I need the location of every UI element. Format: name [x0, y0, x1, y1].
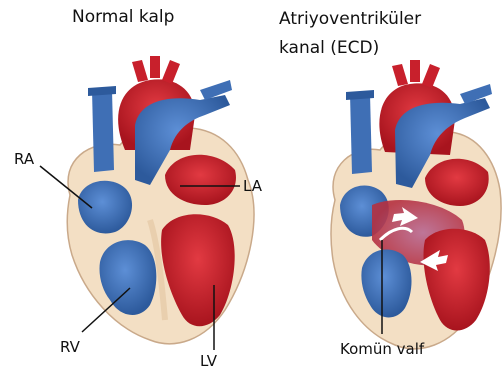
normal-heart	[40, 56, 254, 350]
avsd-heart	[331, 60, 501, 349]
normal-vena-cava	[92, 90, 114, 172]
rv-label: RV	[60, 338, 80, 356]
la-label: LA	[243, 177, 262, 195]
ra-label: RA	[14, 150, 34, 168]
lv-label: LV	[200, 352, 217, 370]
common-valve-label: Komün valf	[340, 340, 424, 358]
avsd-vena-cava	[350, 94, 372, 174]
